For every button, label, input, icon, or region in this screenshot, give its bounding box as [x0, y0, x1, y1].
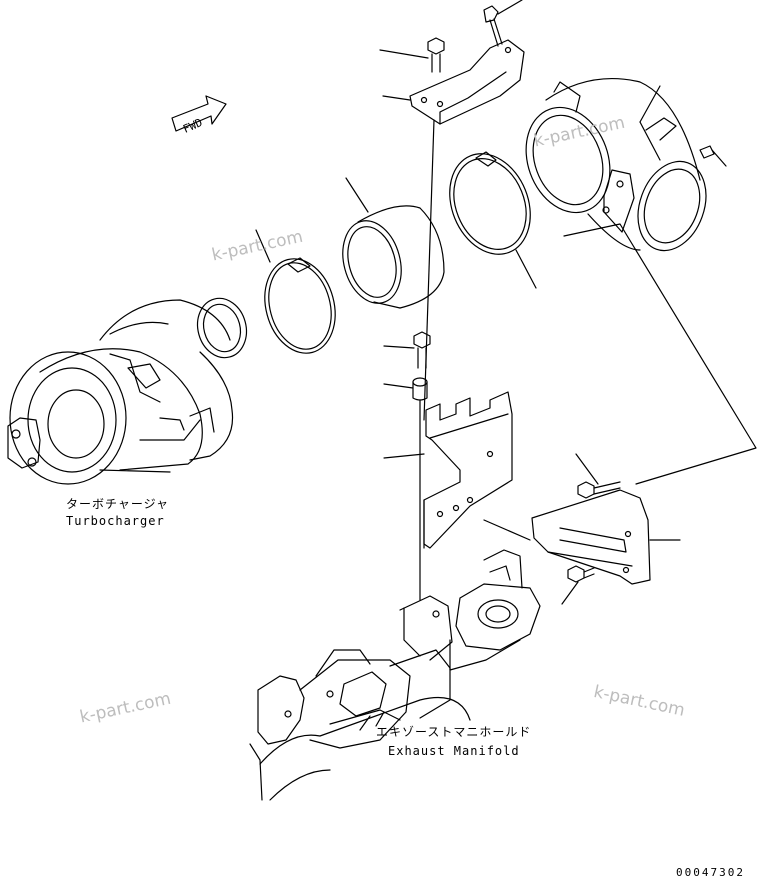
leader-line — [563, 223, 757, 485]
manifold-label-en: Exhaust Manifold — [388, 744, 520, 758]
upper-bracket — [382, 39, 525, 125]
leader-line — [423, 119, 435, 421]
turbocharger — [7, 297, 248, 485]
manifold-label-jp: エキゾーストマニホールド — [376, 725, 532, 739]
bolt-bracket-icon — [379, 37, 445, 73]
bolt-right-upper-icon — [575, 453, 621, 499]
spacer-icon — [383, 377, 428, 401]
turbocharger-label-en: Turbocharger — [66, 514, 165, 528]
right-bracket — [531, 489, 681, 585]
turbocharger-label-jp: ターボチャージャ — [66, 497, 170, 511]
fwd-arrow-icon — [171, 95, 227, 132]
connector-sleeve — [342, 177, 445, 309]
bolt-top-icon — [483, 0, 523, 47]
drawing-code: 00047302 — [676, 866, 745, 879]
middle-bracket — [383, 391, 531, 549]
bolt-middle-icon — [383, 331, 431, 369]
bolt-right-lower-icon — [561, 565, 595, 605]
clamp-upper — [449, 151, 537, 289]
leader-line — [639, 121, 661, 161]
exhaust-manifold — [249, 549, 541, 801]
clamp-lower — [255, 229, 336, 354]
elbow-pipe — [525, 77, 727, 252]
